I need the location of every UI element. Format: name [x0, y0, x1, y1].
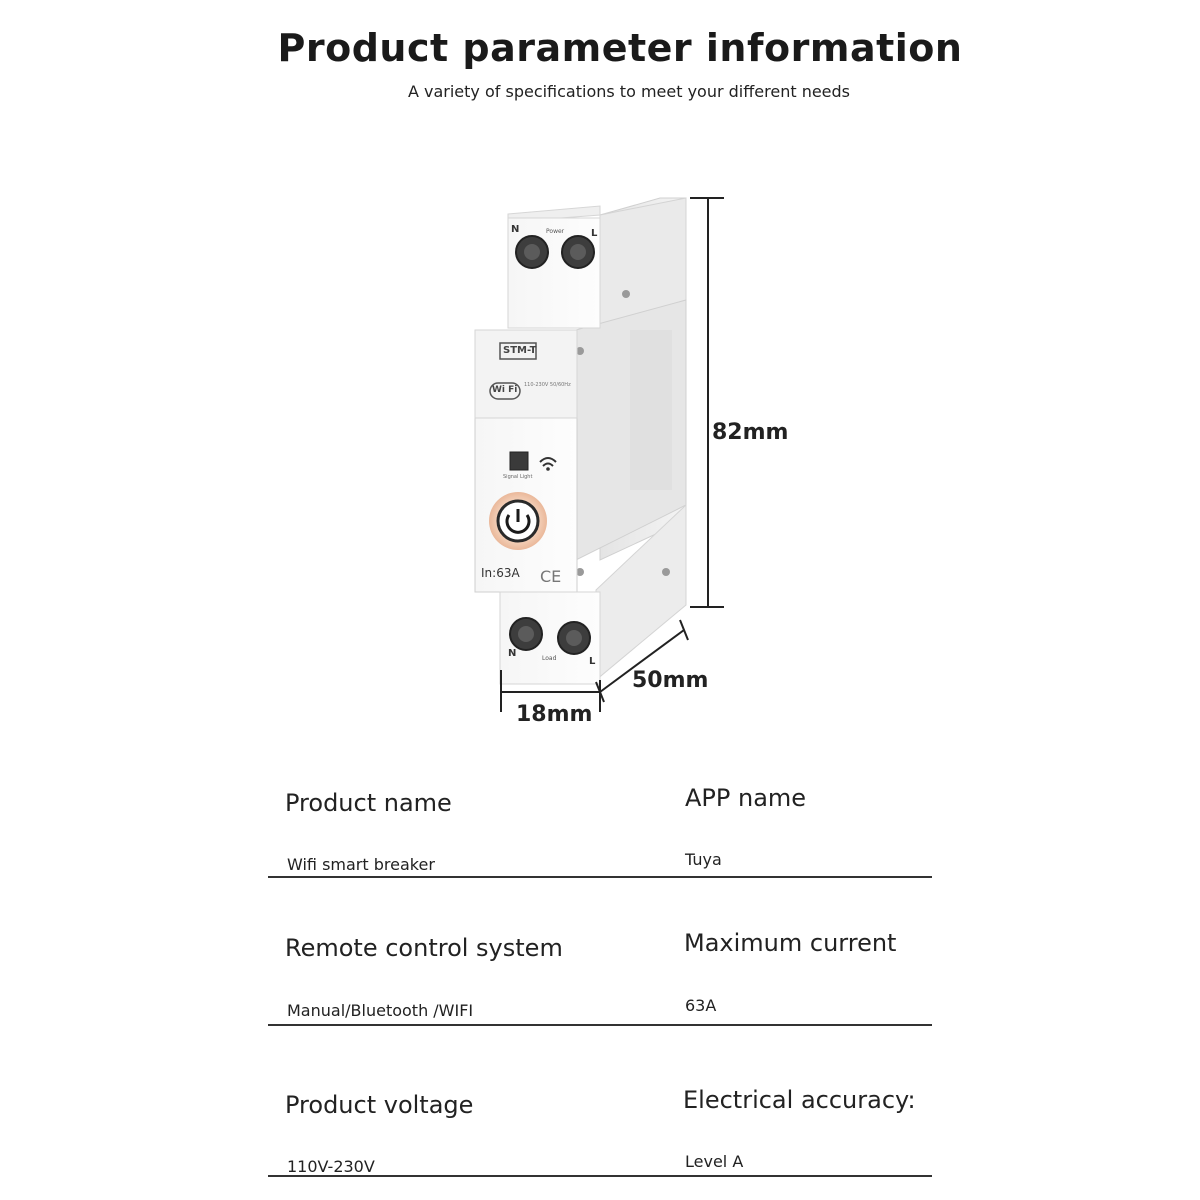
spec-label-app-name: APP name — [685, 784, 807, 812]
top-terminal-block — [507, 217, 601, 329]
signal-light-window — [509, 451, 529, 471]
device-rating-text: 110-230V 50/60Hz — [524, 382, 571, 388]
spec-divider — [268, 1024, 932, 1026]
height-dimension-line — [690, 197, 724, 608]
width-dimension-line — [500, 670, 601, 712]
depth-dimension-label: 50mm — [632, 668, 709, 693]
mount-hole — [662, 568, 670, 576]
spec-label-max-current: Maximum current — [684, 929, 897, 957]
spec-value-app-name: Tuya — [685, 850, 722, 869]
page-subtitle: A variety of specifications to meet your… — [407, 82, 851, 101]
device-current-label: In:63A — [481, 566, 520, 580]
power-icon — [505, 514, 531, 534]
device-model-label: STM-T — [503, 345, 537, 356]
spec-divider — [268, 1175, 932, 1177]
device-wifi-badge-text: Wi Fi — [492, 385, 518, 395]
mount-hole — [576, 347, 584, 355]
bottom-terminal-l-label: L — [589, 656, 596, 667]
ce-mark: CE — [540, 567, 561, 586]
top-power-label: Power — [546, 228, 565, 235]
width-dimension-label: 18mm — [516, 702, 593, 727]
spec-label-remote-control: Remote control system — [285, 934, 563, 962]
spec-divider — [268, 876, 932, 878]
wifi-badge — [489, 382, 521, 400]
top-terminal-n-label: N — [511, 224, 520, 235]
spec-value-product-name: Wifi smart breaker — [287, 855, 435, 874]
spec-value-voltage: 110V-230V — [287, 1157, 375, 1176]
page-title: Product parameter information — [277, 26, 963, 70]
mount-hole — [622, 290, 630, 298]
spec-label-voltage: Product voltage — [285, 1091, 474, 1119]
breaker-device-illustration: CE — [474, 197, 724, 712]
height-dimension-label: 82mm — [712, 420, 789, 445]
spec-label-accuracy: Electrical accuracy: — [683, 1086, 916, 1114]
wifi-icon — [539, 457, 557, 467]
bottom-load-label: Load — [542, 655, 557, 662]
signal-light-label: Signal Light — [503, 474, 533, 480]
spec-value-remote-control: Manual/Bluetooth /WIFI — [287, 1001, 474, 1020]
model-label-box — [499, 342, 537, 360]
top-terminal-l-label: L — [591, 228, 598, 239]
mount-hole — [576, 568, 584, 576]
spec-value-accuracy: Level A — [685, 1152, 744, 1171]
bottom-terminal-n-label: N — [508, 648, 517, 659]
spec-value-max-current: 63A — [685, 996, 717, 1015]
spec-label-product-name: Product name — [285, 789, 452, 817]
